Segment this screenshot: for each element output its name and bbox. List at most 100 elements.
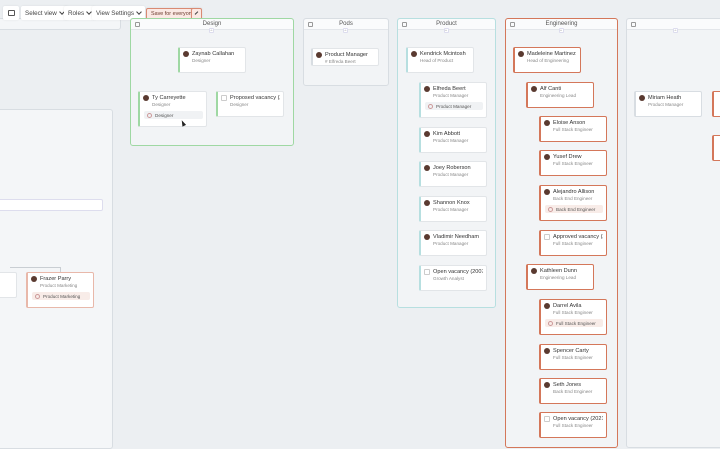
select-view-button[interactable]: Select view xyxy=(21,6,68,20)
partial-card[interactable] xyxy=(712,135,720,161)
vacancy-card[interactable]: Open vacancy (2007)Growth Analyst xyxy=(419,265,487,291)
avatar xyxy=(424,86,430,92)
person-name: Shannon Knox xyxy=(433,200,470,206)
role-tag[interactable]: Product Manager xyxy=(425,102,483,110)
group-title: Product xyxy=(436,21,457,27)
connector xyxy=(10,267,60,268)
avatar xyxy=(143,95,149,101)
avatar xyxy=(531,86,537,92)
person-role: Head of Engineering xyxy=(527,58,569,63)
person-role: Full Stack Engineer xyxy=(553,423,593,428)
vacancy-icon xyxy=(544,416,550,422)
person-role: Head of Product xyxy=(420,58,454,63)
group-title: Pods xyxy=(339,21,353,27)
person-name: Open vacancy (2007) xyxy=(433,269,483,275)
role-tag[interactable]: Designer xyxy=(144,111,203,119)
vacancy-card[interactable]: Open vacancy (2021)Full Stack Engineer xyxy=(539,412,607,438)
collapse-icon[interactable]: ^ xyxy=(443,28,449,33)
role-tag[interactable]: Product Marketing xyxy=(32,292,90,300)
person-role: Growth Analyst xyxy=(433,276,464,281)
role-tag[interactable]: Back End Engineer xyxy=(545,205,603,213)
avatar xyxy=(316,52,322,58)
group-title: Engineering xyxy=(545,21,578,27)
avatar xyxy=(518,51,524,57)
collapse-icon[interactable]: ^ xyxy=(209,28,214,33)
person-role: Full Stack Engineer xyxy=(553,241,593,246)
vacancy-card[interactable]: Proposed vacancy (2...Designer xyxy=(216,91,284,117)
toolbar: Select view Roles View Settings Save for… xyxy=(0,0,720,24)
person-role: Product Manager xyxy=(433,172,469,177)
collapse-icon[interactable]: ^ xyxy=(343,28,348,33)
person-role: Designer xyxy=(230,102,249,107)
group-icon[interactable] xyxy=(308,22,313,27)
collapse-icon[interactable]: ^ xyxy=(558,28,564,33)
partial-card[interactable] xyxy=(0,272,17,298)
avatar xyxy=(424,234,430,240)
person-name: Kendrick Mcintosh xyxy=(420,51,466,57)
person-name: Miriam Heath xyxy=(648,95,682,101)
group-icon[interactable] xyxy=(631,22,636,27)
person-name: Alf Canti xyxy=(540,86,562,92)
person-role: Full Stack Engineer xyxy=(553,310,593,315)
person-role: Product Manager xyxy=(433,241,469,246)
person-name: Darrel Avila xyxy=(553,303,582,309)
person-role: Product Marketing xyxy=(40,283,78,288)
left-panel-field[interactable] xyxy=(0,199,103,211)
person-name: Madeleine Martinez xyxy=(527,51,576,57)
person-name: Open vacancy (2021) xyxy=(553,416,603,422)
view-settings-button[interactable]: View Settings xyxy=(92,6,146,20)
role-icon xyxy=(35,293,40,299)
collapse-icon[interactable]: ^ xyxy=(673,28,678,33)
role-icon xyxy=(548,320,553,326)
group-icon[interactable] xyxy=(135,22,140,27)
role-tag[interactable]: Full Stack Engineer xyxy=(545,319,603,327)
avatar xyxy=(544,303,550,309)
person-name: Elfreda Beert xyxy=(433,86,466,92)
sidebar-icon xyxy=(7,10,15,16)
role-tag-label: Product Manager xyxy=(436,103,472,109)
person-card[interactable]: Product Manager# Elfreda Beert xyxy=(311,48,379,66)
person-name: Frazer Parry xyxy=(40,276,72,282)
group-icon[interactable] xyxy=(402,22,407,27)
partial-card[interactable] xyxy=(712,91,720,117)
person-role: Product Manager xyxy=(648,102,684,107)
person-name: Alejandro Allison xyxy=(553,189,595,195)
person-name: Approved vacancy (2... xyxy=(553,234,603,240)
sidebar-toggle-button[interactable] xyxy=(3,6,19,20)
person-role: Designer xyxy=(152,102,171,107)
person-name: Joey Roberson xyxy=(433,165,471,171)
avatar xyxy=(31,276,37,282)
connector xyxy=(60,267,61,273)
group-right xyxy=(626,18,720,448)
group-icon[interactable] xyxy=(510,22,515,27)
person-role: Full Stack Engineer xyxy=(553,355,593,360)
vacancy-icon xyxy=(544,234,550,240)
role-tag-label: Designer xyxy=(155,112,174,118)
role-tag-label: Product Marketing xyxy=(43,293,81,299)
person-name: Ty Carreyette xyxy=(152,95,186,101)
person-role: Product Manager xyxy=(433,93,469,98)
person-name: Product Manager xyxy=(325,52,368,58)
roles-button[interactable]: Roles xyxy=(64,6,96,20)
vacancy-card[interactable]: Approved vacancy (2...Full Stack Enginee… xyxy=(539,230,607,256)
avatar xyxy=(411,51,417,57)
